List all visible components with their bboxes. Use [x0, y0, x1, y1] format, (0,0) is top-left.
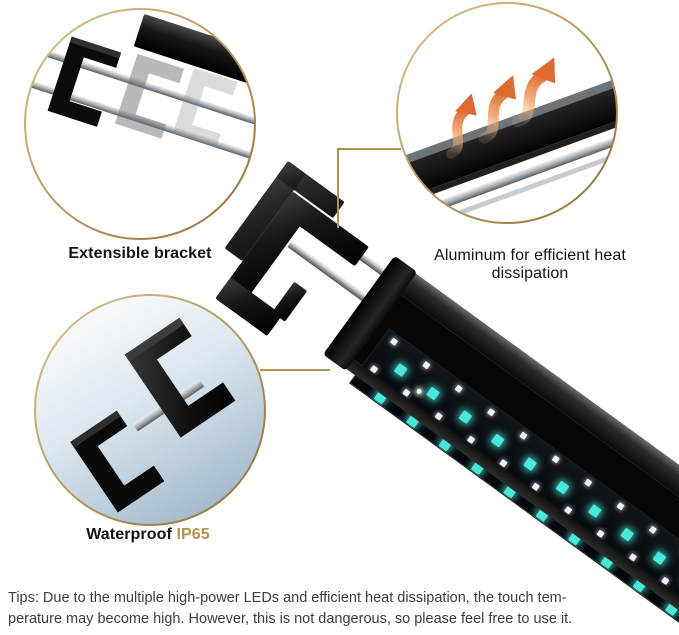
label-extensible-bracket: Extensible bracket — [68, 245, 212, 262]
led-white — [648, 525, 658, 534]
led-light-fixture — [215, 160, 679, 635]
led-teal — [620, 527, 635, 542]
extensible-bracket-illustration — [24, 8, 256, 240]
ip65-rating: IP65 — [176, 526, 210, 543]
led-white — [454, 384, 463, 393]
callout-waterproof — [32, 292, 268, 528]
label-waterproof: Waterproof IP65 — [42, 526, 254, 544]
led-white — [583, 478, 593, 487]
callout-extensible-bracket — [22, 6, 258, 242]
heat-dissipation-illustration — [396, 2, 618, 224]
power-indicator-light — [415, 387, 423, 395]
tips-text: Tips: Due to the multiple high-power LED… — [8, 588, 679, 630]
callout-heat-dissipation — [394, 0, 620, 226]
leader-line-aluminum-horizontal — [337, 148, 401, 150]
leader-line-aluminum-vertical — [337, 148, 339, 228]
led-white — [422, 361, 431, 370]
led-white — [519, 431, 528, 440]
led-teal — [555, 480, 570, 495]
led-white — [486, 408, 496, 417]
fixture-front-face — [337, 283, 679, 635]
led-white — [616, 502, 625, 511]
mounting-bracket-lip — [271, 281, 308, 322]
led-teal — [393, 363, 408, 377]
led-white — [389, 337, 399, 346]
led-teal — [652, 551, 667, 566]
led-teal — [458, 410, 473, 425]
waterproof-text: Waterproof — [86, 526, 172, 543]
led-teal — [490, 433, 505, 448]
tips-line-1: Tips: Due to the multiple high-power LED… — [8, 590, 567, 606]
led-white — [551, 455, 561, 464]
leader-line-waterproof — [260, 369, 330, 371]
led-teal — [523, 457, 538, 472]
label-heat-dissipation: Aluminum for efficient heat dissipation — [434, 247, 626, 282]
led-teal — [587, 504, 602, 519]
waterproof-illustration — [34, 294, 266, 526]
tips-line-2: perature may become high. However, this … — [8, 611, 573, 628]
led-teal — [426, 386, 440, 401]
